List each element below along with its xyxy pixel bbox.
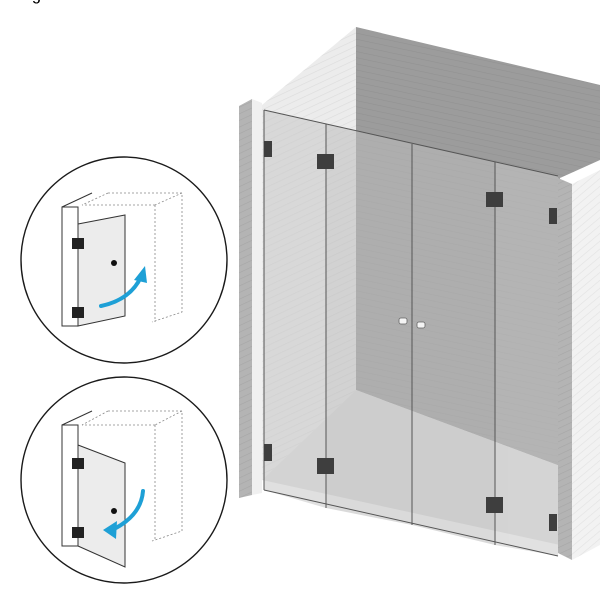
door-handles (398, 317, 426, 329)
hinge-icon (549, 208, 557, 224)
hinge-icon (72, 238, 84, 249)
fixed-panel-left (264, 110, 326, 508)
right-wall-outer (572, 170, 600, 560)
right-wall-top (560, 160, 600, 184)
handle-icon (111, 260, 117, 266)
inset-door (77, 444, 126, 568)
hinge-icon (317, 458, 334, 474)
hinges (264, 141, 557, 531)
inset-door-inward: swing in (0, 0, 228, 584)
inset-door-outward: swing out (0, 0, 228, 364)
left-wall-edge-light (252, 99, 262, 495)
hinge-icon (72, 458, 84, 469)
door-right (412, 144, 495, 545)
glass-panels (264, 110, 558, 556)
hinge-icon (72, 527, 84, 538)
hinge-icon (486, 497, 503, 513)
hinge-icon (72, 307, 84, 318)
inset-door (77, 214, 126, 327)
inset-label: swing out (0, 0, 68, 4)
hinge-icon (264, 141, 272, 157)
enclosure-illustration (239, 27, 600, 560)
right-wall-edge (558, 178, 572, 560)
handle-icon (416, 321, 426, 329)
handle-icon (398, 317, 408, 325)
hinge-icon (549, 514, 557, 531)
left-wall-edge (239, 99, 252, 498)
hinge-icon (317, 154, 334, 169)
inset-label: swing in (0, 0, 58, 4)
hinge-icon (486, 192, 503, 207)
glass-edges (263, 109, 559, 557)
hinge-icon (264, 444, 272, 461)
fixed-panel-right (495, 162, 558, 556)
door-left (326, 124, 412, 525)
handle-icon (111, 508, 117, 514)
